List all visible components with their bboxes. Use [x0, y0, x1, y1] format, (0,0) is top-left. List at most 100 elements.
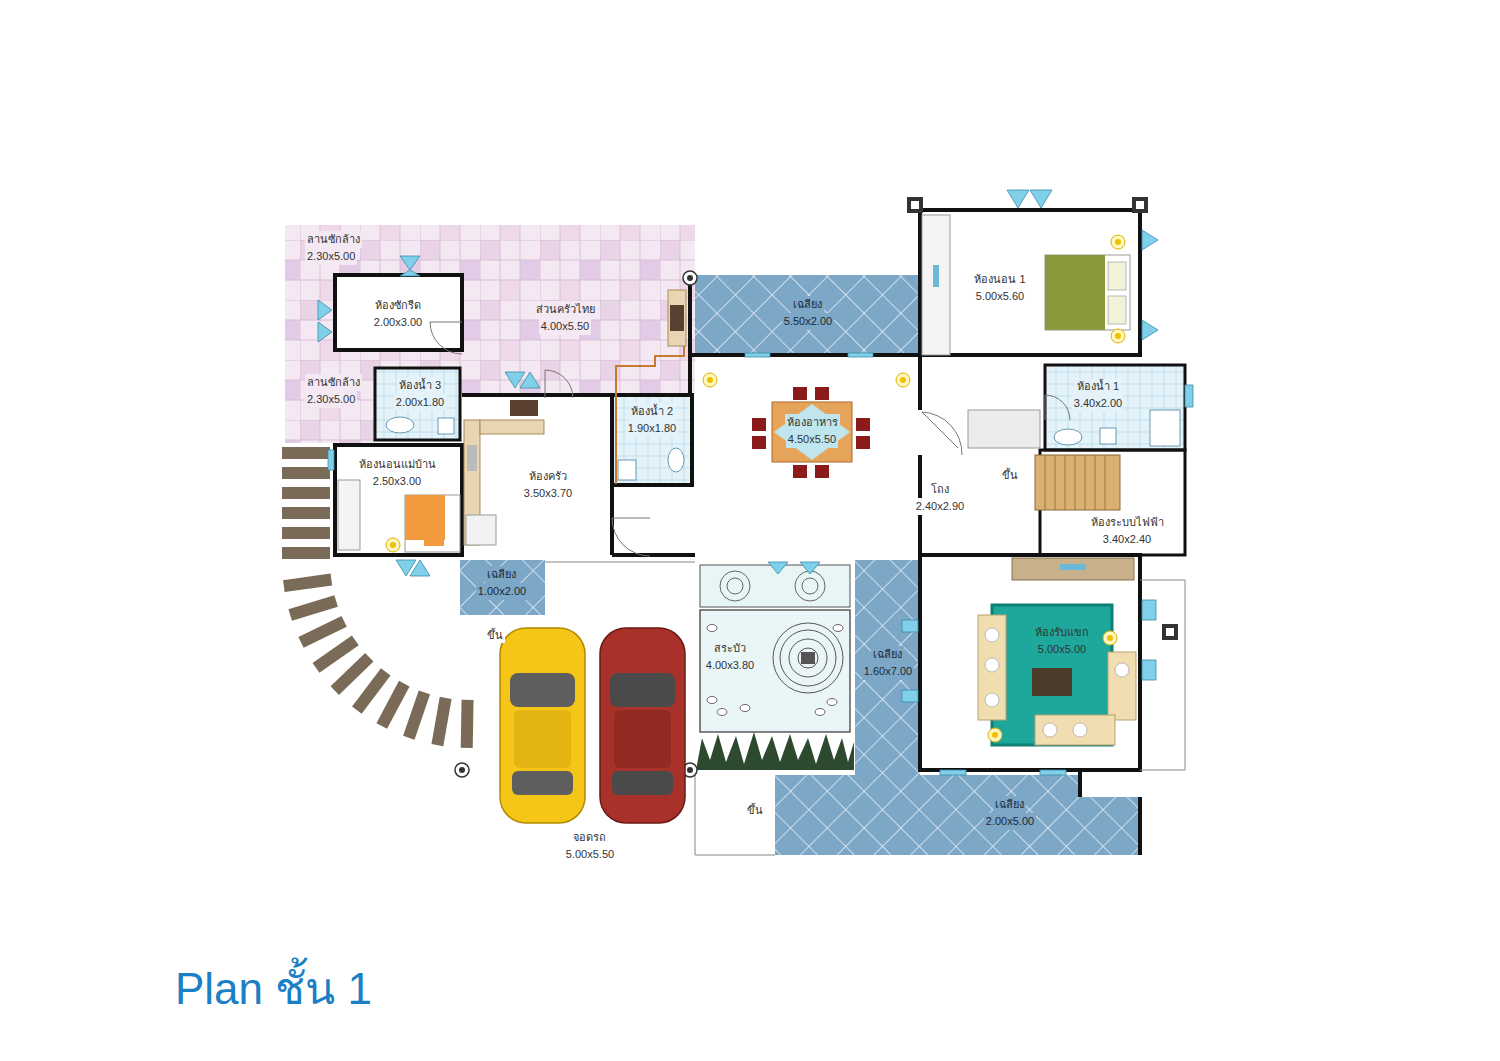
- dining-set: [752, 387, 870, 478]
- stepping-stones: [282, 527, 330, 539]
- kitchen-counter: [480, 420, 544, 434]
- lamp: [896, 373, 910, 387]
- room-dimension: 5.00x5.00: [1036, 641, 1088, 658]
- door-swing: [430, 322, 462, 354]
- dining-set: [815, 465, 829, 478]
- living-set: [985, 628, 999, 642]
- pond: [795, 571, 825, 601]
- stepping-stones: [282, 447, 474, 748]
- room-dimension: 4.00x3.80: [704, 657, 756, 674]
- window: [1142, 600, 1156, 620]
- window: [400, 256, 420, 270]
- room-name: ลานซักล้าง: [305, 374, 362, 391]
- pond: [727, 578, 743, 594]
- car: [500, 628, 585, 823]
- stepping-stones: [282, 547, 330, 559]
- stepping-stones: [298, 616, 346, 648]
- room-label: ห้องน้ำ 21.90x1.80: [626, 403, 678, 437]
- window: [768, 562, 788, 574]
- outline: [545, 562, 695, 563]
- room-label: เฉลียง1.00x2.00: [476, 566, 528, 600]
- window: [1142, 660, 1156, 680]
- room-label: ห้องนอน 15.00x5.60: [972, 271, 1027, 305]
- room-name: ห้องระบบไฟฟ้า: [1089, 514, 1166, 531]
- stepping-stones: [352, 668, 390, 714]
- outline: [695, 770, 775, 855]
- living-set: [978, 615, 1006, 720]
- car: [600, 628, 685, 823]
- room-label: ห้องน้ำ 32.00x1.80: [394, 377, 446, 411]
- room-label: ลานซักล้าง2.30x5.00: [305, 374, 362, 408]
- bathroom-fixture: [618, 460, 636, 480]
- room-name: ห้องครัว: [527, 468, 569, 485]
- lamp: [703, 373, 717, 387]
- window: [328, 450, 334, 470]
- room-dimension: 2.50x3.00: [371, 473, 423, 490]
- window: [400, 270, 420, 276]
- hall-fittings: [968, 410, 1134, 580]
- living-set: [1043, 723, 1057, 737]
- lamp: [386, 538, 400, 552]
- lamp: [1115, 239, 1121, 245]
- lamp: [1111, 235, 1125, 249]
- room-dimension: 2.00x1.80: [394, 394, 446, 411]
- bedroom-furniture: [1108, 262, 1126, 290]
- bathroom-floor: [1045, 365, 1185, 450]
- room-label: ห้องอาหาร4.50x5.50: [785, 414, 840, 448]
- living-set: [985, 628, 1129, 737]
- living-set: [1073, 723, 1087, 737]
- room-dimension: 1.00x2.00: [476, 583, 528, 600]
- window: [800, 562, 820, 574]
- kitchen-counter: [668, 290, 686, 346]
- lamp: [1103, 631, 1117, 645]
- stepping-stones: [282, 447, 330, 459]
- living-set: [1032, 668, 1072, 696]
- stepping-stones: [461, 700, 474, 748]
- tiled-yard: [285, 225, 695, 443]
- walls: [688, 280, 692, 395]
- bedroom-furniture: [1045, 255, 1105, 330]
- window: [902, 620, 918, 632]
- bedroom-furniture: [922, 215, 950, 355]
- window: [318, 190, 1193, 775]
- room-label: เฉลียง5.50x2.00: [782, 296, 834, 330]
- dining-set: [774, 404, 850, 460]
- window: [1142, 320, 1158, 340]
- post: [1136, 201, 1144, 209]
- room-name: เฉลียง: [993, 796, 1026, 813]
- room-name: ส่วนครัวไทย: [534, 301, 597, 318]
- pond: [707, 697, 717, 704]
- window: [1142, 230, 1158, 250]
- walls: [462, 395, 612, 555]
- living-set: [1108, 652, 1136, 720]
- stepping-stones: [282, 467, 330, 479]
- maid-bedroom-furniture: [405, 495, 460, 552]
- lamp: [390, 542, 396, 548]
- maid-bedroom-furniture: [405, 495, 445, 540]
- lamp: [1111, 329, 1125, 343]
- dining-set: [856, 436, 870, 449]
- bedroom-furniture: [922, 215, 1130, 355]
- living-set: [1115, 663, 1129, 677]
- room-name: ห้องรับแขก: [1033, 624, 1091, 641]
- hall-fittings: [1012, 558, 1134, 580]
- bathroom-floor: [612, 395, 692, 485]
- room-dimension: 1.60x7.00: [862, 663, 914, 680]
- pond: [696, 732, 854, 770]
- room-name: ห้องนอน 1: [972, 271, 1027, 288]
- pond: [801, 652, 815, 664]
- car: [514, 710, 571, 768]
- room-name: เฉลียง: [485, 566, 518, 583]
- dining-set: [752, 387, 870, 478]
- post: [683, 271, 697, 285]
- walls: [920, 210, 1140, 355]
- car: [510, 673, 575, 707]
- bedroom-furniture: [1045, 255, 1130, 330]
- room-dimension: 2.00x5.00: [984, 813, 1036, 830]
- dining-set: [772, 402, 852, 462]
- room-name: เฉลียง: [871, 646, 904, 663]
- bathroom-fixture: [668, 448, 684, 472]
- veranda-floor: [695, 275, 920, 355]
